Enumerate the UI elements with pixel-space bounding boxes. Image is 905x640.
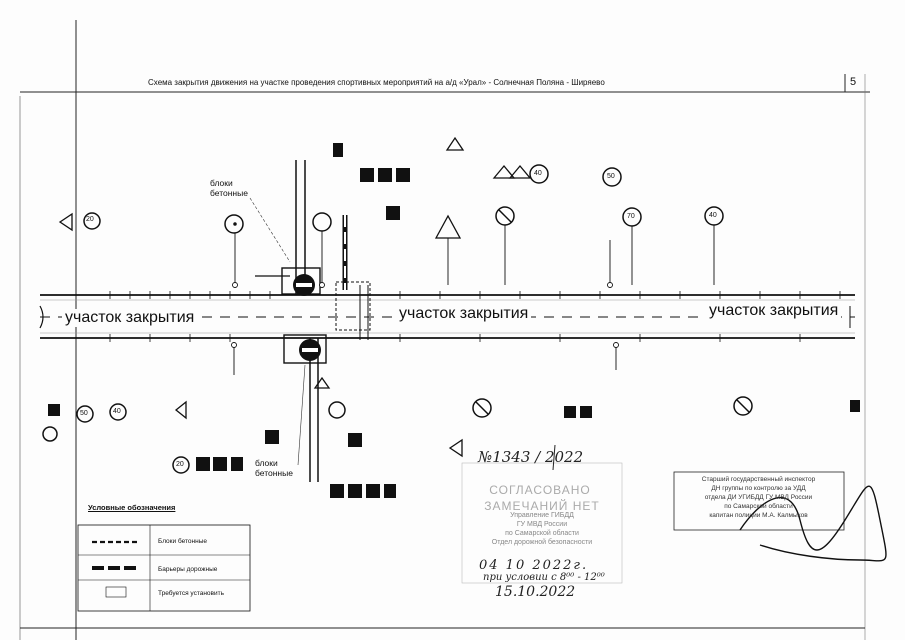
closure-zone-label: участок закрытия — [706, 302, 842, 320]
road-markers — [109, 291, 841, 342]
callout-line: бетонные — [210, 188, 248, 198]
stamp-line: ЗАМЕЧАНИЙ НЕТ — [484, 499, 600, 513]
stamp-line: по Самарской области — [505, 530, 579, 537]
approval-stamp-frame — [461, 462, 623, 584]
side-road — [295, 160, 369, 482]
closure-zone-label: участок закрытия — [62, 309, 198, 327]
approval-date: 04 10 2022г. — [479, 558, 589, 573]
speed-limit-value: 50 — [607, 173, 615, 180]
speed-limit-value: 50 — [80, 410, 88, 417]
legend-item-label: Барьеры дорожные — [158, 566, 218, 573]
approval-date-2: 15.10.2022 — [495, 584, 576, 600]
blocks-lower-leader — [297, 364, 306, 466]
callout-line: бетонные — [255, 468, 293, 478]
speed-limit-value: 20 — [86, 216, 94, 223]
warning-triangle-icon — [58, 136, 532, 458]
page-number: 5 — [850, 76, 857, 88]
no-stopping-sign-icon — [233, 206, 753, 418]
sign-cluster-icon — [48, 143, 860, 498]
legend-item-label: Блоки бетонные — [158, 538, 207, 545]
approval-number: №1343 / 2022 — [478, 448, 584, 466]
no-entry-sign-lower — [299, 339, 321, 361]
inspector-line: Старший государственный инспектор — [701, 476, 816, 483]
callout-line: блоки — [255, 458, 278, 468]
closure-zone-label: участок закрытия — [396, 305, 532, 323]
stamp-line: ГУ МВД России — [516, 521, 568, 528]
concrete-blocks-callout-lower: блоки бетонные — [255, 458, 293, 478]
callout-line: блоки — [210, 178, 233, 188]
lower-block-zone — [283, 334, 327, 364]
inspector-line: капитан полиции М.А. Калмыков — [709, 512, 808, 519]
road-barriers — [255, 215, 348, 290]
legend-required-icon — [105, 586, 127, 598]
speed-limit-value: 40 — [709, 212, 717, 219]
speed-limit-value: 40 — [113, 408, 121, 415]
speed-limit-value: 70 — [627, 213, 635, 220]
sign-posts — [231, 225, 715, 375]
concrete-blocks-callout-upper: блоки бетонные — [210, 178, 248, 198]
document-title: Схема закрытия движения на участке прове… — [148, 78, 605, 87]
legend-title: Условные обозначения — [88, 503, 176, 512]
blocks-upper-leader — [249, 197, 291, 263]
speed-limit-value: 20 — [176, 461, 184, 468]
stamp-line: СОГЛАСОВАНО — [489, 483, 591, 497]
legend-box — [77, 524, 251, 612]
signature-icon — [739, 485, 887, 562]
legend-item-label: Требуется установить — [158, 590, 224, 597]
inspector-line: отдела ДИ УГИБДД ГУ МВД России — [704, 494, 813, 501]
round-sign-icon — [42, 164, 724, 474]
right-block-zone — [335, 281, 371, 331]
inspector-stamp-frame — [673, 471, 845, 531]
approval-note: при условии с 8⁰⁰ - 12⁰⁰ — [483, 572, 605, 583]
stamp-number-slash — [552, 444, 556, 471]
no-entry-sign-upper — [293, 274, 315, 296]
speed-limit-value: 40 — [534, 170, 542, 177]
stamp-line: Отдел дорожной безопасности — [491, 539, 593, 546]
inspector-line: по Самарской области — [724, 503, 793, 510]
stamp-line: Управление ГИБДД — [510, 512, 574, 519]
inspector-line: ДН группы по контролю за УДД — [711, 485, 806, 492]
